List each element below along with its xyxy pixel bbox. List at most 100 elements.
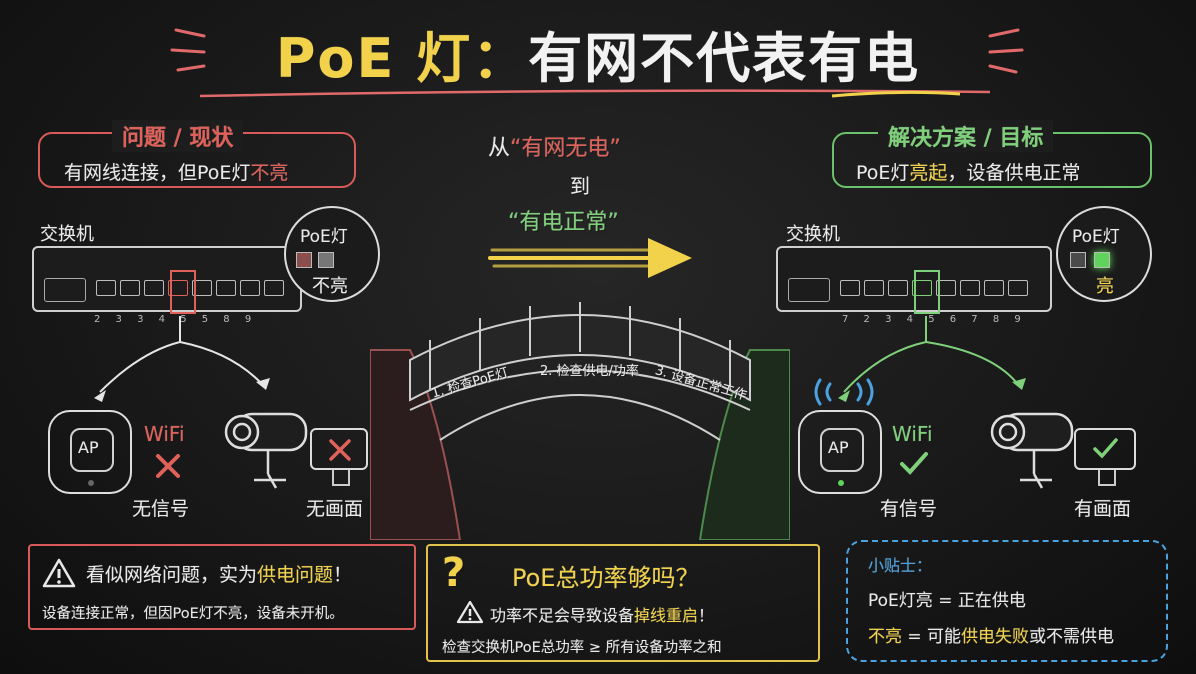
warning-line2: 设备连接正常，但因PoE灯不亮，设备未开机。 [42,606,344,622]
title-part1: PoE 灯 [275,27,473,90]
power-line2: 检查交换机PoE总功率 ≥ 所有设备功率之和 [442,640,722,656]
right-switch-ports [840,280,1032,300]
right-ap-device: AP [798,410,882,494]
right-switch-console-port [788,278,830,302]
switch-port-highlight [912,280,932,296]
bridge-illustration [370,302,790,540]
right-wifi-label: WiFi [892,422,933,446]
left-ap-label: AP [78,438,99,457]
left-ap-device: AP [48,410,132,494]
right-port-numbers: 7 2 3 4 5 6 7 8 9 [842,314,1021,325]
tips-line1: PoE灯亮 = 正在供电 [868,591,1026,611]
port-number: 3 [137,314,159,325]
center-from: 从“有网无电” [488,130,621,162]
left-port-highlight [170,270,196,314]
port-number: 3 [885,314,907,325]
port-number: 6 [949,314,972,325]
left-poe-led-off [296,252,312,268]
right-monitor-stand [1098,470,1116,486]
switch-port [840,280,860,296]
title-colon: ： [472,27,529,90]
right-wifi-check-icon [900,452,928,475]
title-part2: 有网不代表有电 [528,27,921,90]
right-connection-arrows [838,316,1026,402]
right-poe-zoom: PoE灯 亮 [1056,206,1152,302]
left-switch-console-port [44,278,86,302]
left-ap-caption: 无信号 [132,498,190,520]
left-wifi-label: WiFi [144,422,185,446]
switch-port [192,280,212,296]
center-from-em: “有网无电” [510,136,621,161]
warning-line1: 看似网络问题，实为供电问题！ [86,560,352,587]
port-number: 9 [1014,314,1021,325]
tips-line2: 不亮 = 可能供电失败或不需供电 [868,622,1114,647]
left-ap-face [70,428,114,472]
switch-port [888,280,908,296]
page-title: PoE 灯：有网不代表有电 [0,14,1196,93]
port-number: 8 [223,314,245,325]
right-poe-led-off [1070,252,1086,268]
right-poe-label: PoE灯 [1072,227,1120,247]
solution-heading: 解决方案 / 目标 [878,120,1054,152]
port-number: 5 [201,314,224,325]
power-question-mark: ? [442,550,466,596]
warning-line1-end: ！ [333,564,353,586]
switch-port [984,280,1004,296]
right-camera-icon [990,412,1074,489]
switch-port [1008,280,1028,296]
port-number: 4 [906,314,929,325]
right-switch-label: 交换机 [786,224,840,245]
tips-line2-end: 或不需供电 [1029,627,1115,647]
solution-line-post: ，设备供电正常 [947,162,1081,184]
left-poe-zoom: PoE灯 不亮 [284,206,380,302]
problem-line-em: 不亮 [250,162,289,184]
port-number: 3 [115,314,138,325]
right-poe-led-on [1094,252,1110,268]
title-decoration [170,28,1024,98]
port-number: 5 [928,314,950,325]
right-ap-led [838,480,844,486]
problem-line-pre: 有网线连接，但PoE灯 [64,162,251,184]
tips-heading: 小贴士： [868,556,933,575]
problem-heading: 问题 / 现状 [112,120,244,152]
left-poe-label: PoE灯 [300,227,348,247]
left-monitor-stand [332,470,350,486]
left-connection-arrows [94,316,270,402]
port-number: 4 [158,314,181,325]
progress-arrow-icon [488,238,692,278]
power-heading: PoE总功率够吗？ [512,564,700,592]
right-ap-caption: 有信号 [880,498,938,520]
power-line1: 功率不足会导致设备掉线重启！ [490,602,714,626]
port-number: 2 [863,314,886,325]
problem-line: 有网线连接，但PoE灯不亮 [64,158,288,185]
left-switch-ports [96,280,288,300]
center-to: 到 [570,174,590,198]
port-number: 8 [992,314,1015,325]
switch-port [264,280,284,296]
switch-port [144,280,164,296]
center-from-pre: 从 [488,136,511,161]
warning-line1-em: 供电问题 [257,564,334,586]
left-monitor-x-icon [329,439,351,461]
power-line1-end: ！ [698,606,715,625]
left-poe-led-off [318,252,334,268]
port-number: 5 [180,314,202,325]
right-port-highlight [914,270,940,314]
tips-line2-pre: 不亮 [868,627,902,647]
left-wifi-x-icon [156,454,180,478]
warning-icon [42,558,76,588]
bridge-step-2: 2. 检查供电/功率 [540,364,639,379]
power-box: ? PoE总功率够吗？ 功率不足会导致设备掉线重启！ 检查交换机PoE总功率 ≥… [426,544,820,662]
right-wifi-waves-icon [814,378,874,406]
left-cam-caption: 无画面 [306,498,364,520]
port-number: 7 [971,314,993,325]
right-cam-caption: 有画面 [1074,498,1132,520]
right-monitor-check-icon [1093,438,1118,459]
switch-port [240,280,260,296]
left-port-numbers: 2 3 3 4 5 5 8 9 [94,314,251,325]
warning-line1-pre: 看似网络问题，实为 [86,564,258,586]
left-poe-status: 不亮 [312,276,348,297]
left-monitor [310,428,368,470]
right-monitor [1074,428,1136,470]
